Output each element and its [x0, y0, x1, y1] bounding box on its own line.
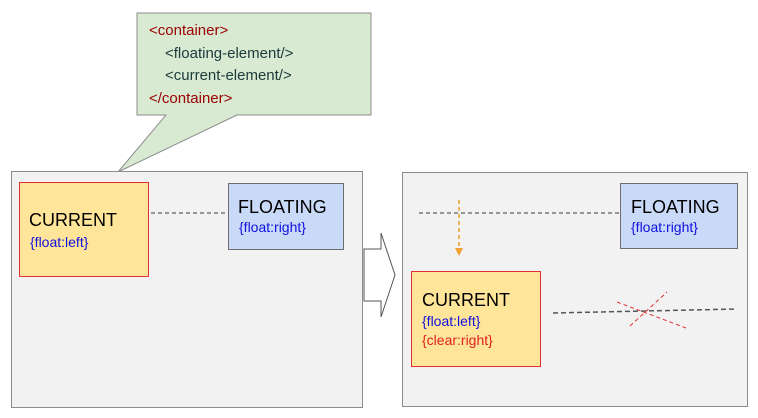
right-current-rule-float: {float:left} [422, 313, 481, 329]
right-floating-name: FLOATING [631, 197, 720, 217]
transition-arrow-icon [363, 232, 396, 318]
right-current-rule-clear: {clear:right} [422, 332, 493, 348]
left-current-name: CURRENT [29, 210, 117, 230]
cross-out-line-a [616, 301, 687, 329]
right-current-box [411, 271, 541, 367]
cross-out-line-b [629, 291, 668, 327]
left-current-rule: {float:left} [30, 234, 89, 250]
callout-line-container-open: <container> [149, 22, 229, 39]
right-floating-box [620, 183, 738, 249]
right-floating-rule: {float:right} [631, 219, 698, 235]
callout-line-current-element: <current-element/> [165, 67, 292, 84]
left-current-box [19, 182, 149, 277]
right-current-name: CURRENT [422, 290, 510, 310]
callout-bubble [117, 12, 372, 173]
left-floating-rule: {float:right} [239, 219, 306, 235]
callout-line-container-close: </container> [149, 90, 233, 107]
left-floating-box [228, 183, 344, 250]
drop-arrow-icon [455, 248, 463, 256]
callout-line-floating-element: <floating-element/> [165, 45, 294, 62]
left-floating-name: FLOATING [238, 197, 327, 217]
right-bottom-alignment-line [552, 308, 738, 314]
